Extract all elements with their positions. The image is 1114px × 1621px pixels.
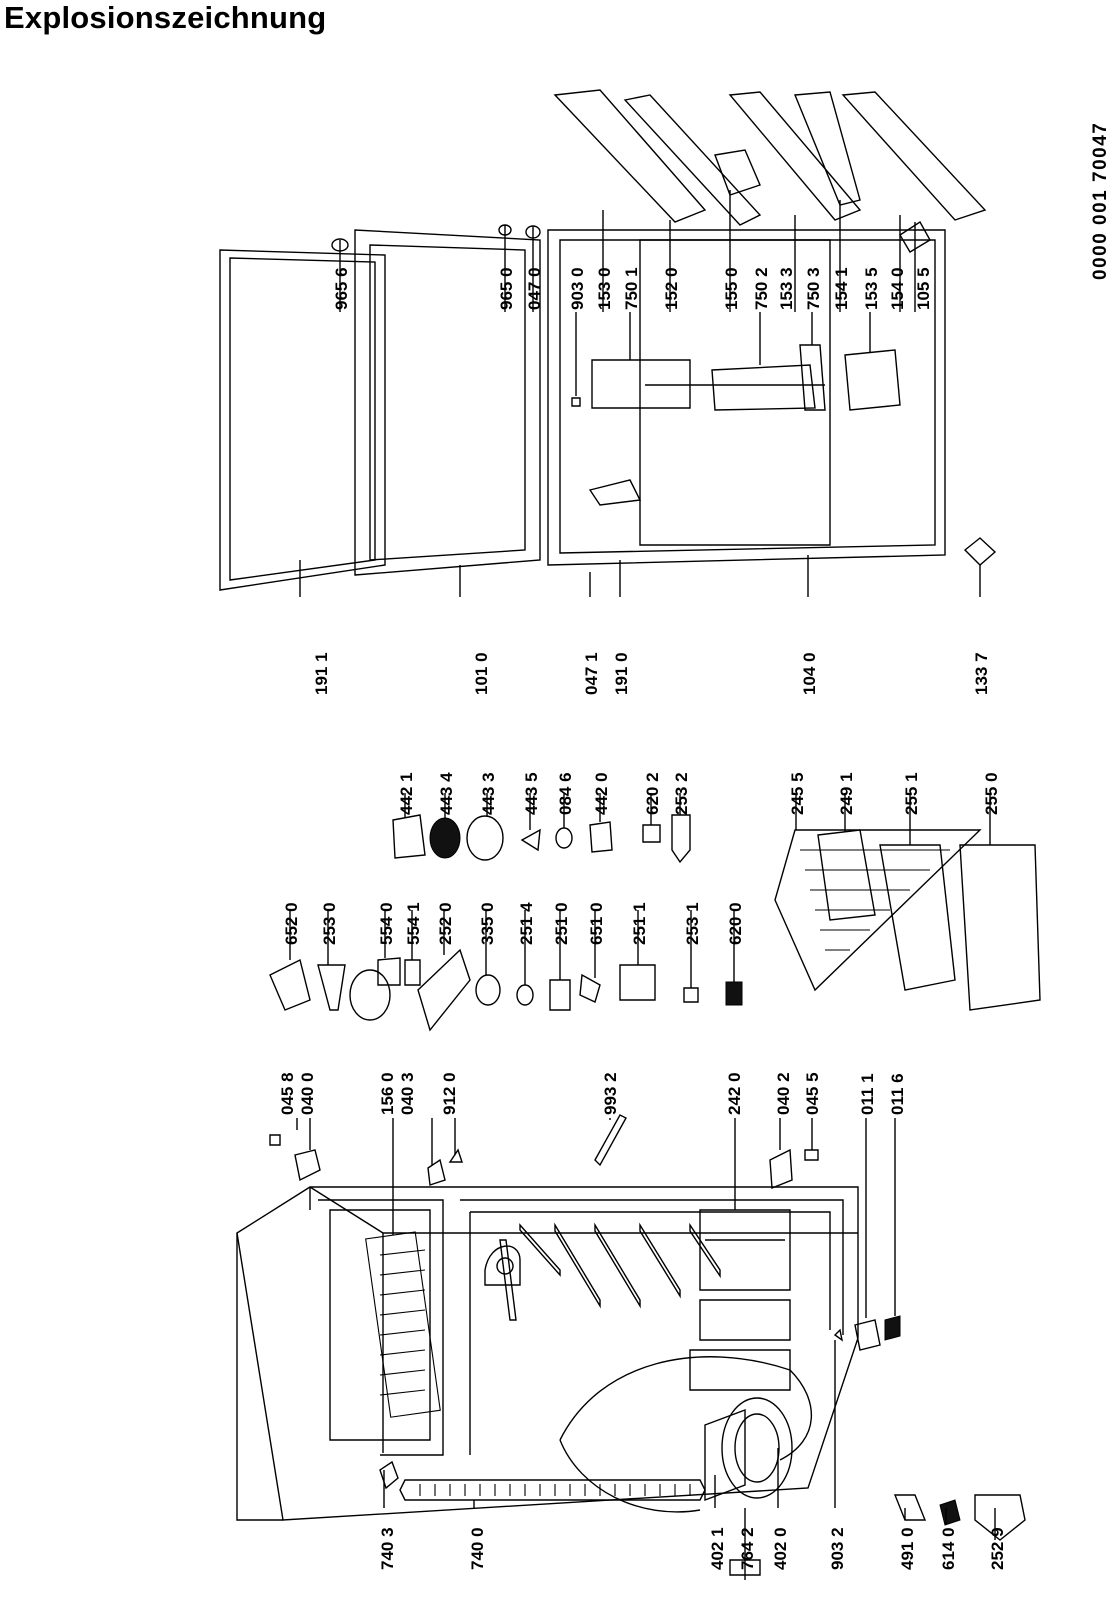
part-label: 253 1: [683, 902, 702, 945]
part-label: 047 0: [525, 267, 544, 310]
part-label: 255 0: [982, 772, 1001, 815]
part-label: 040 0: [298, 1072, 317, 1115]
part-label: 750 3: [804, 267, 823, 310]
part-label: 442 0: [592, 772, 611, 815]
part-label: 153 5: [862, 267, 881, 310]
part-label: 152 0: [662, 267, 681, 310]
part-label: 443 5: [522, 772, 541, 815]
part-label: 153 3: [777, 267, 796, 310]
shelves: [774, 829, 1041, 1011]
part-label: 443 4: [437, 772, 456, 815]
part-label: 045 8: [278, 1072, 297, 1115]
part-label: 740 0: [468, 1527, 487, 1570]
part-label: 651 0: [587, 902, 606, 945]
part-label: 620 2: [643, 772, 662, 815]
part-label: 251 1: [630, 902, 649, 945]
part-label: 253 0: [320, 902, 339, 945]
door-shelves: [553, 89, 987, 411]
part-label: 965 0: [497, 267, 516, 310]
part-label: 251 0: [552, 902, 571, 945]
part-label: 154 0: [888, 267, 907, 310]
part-label: 335 0: [478, 902, 497, 945]
part-label: 750 2: [752, 267, 771, 310]
part-label: 011 1: [858, 1073, 877, 1115]
part-label: 133 7: [972, 652, 991, 695]
part-label: 191 0: [612, 652, 631, 695]
part-label: 443 3: [479, 772, 498, 815]
part-label: 554 1: [404, 902, 423, 945]
part-label: 554 0: [377, 902, 396, 945]
page-title: Explosionszeichnung: [4, 0, 327, 35]
part-label: 104 0: [800, 652, 819, 695]
part-label: 154 1: [832, 267, 851, 310]
part-label: 245 5: [788, 772, 807, 815]
part-label: 253 2: [672, 772, 691, 815]
part-label: 047 1: [582, 652, 601, 695]
part-label: 101 0: [472, 652, 491, 695]
part-label: 252 0: [436, 902, 455, 945]
thermostat-parts: [269, 948, 743, 1032]
part-label: 402 1: [708, 1527, 727, 1570]
part-label: 750 1: [622, 267, 641, 310]
leader-lines: [289, 190, 996, 1580]
part-labels: 740 3 740 0 402 1 764 2 402 0 903 2 491 …: [278, 267, 1007, 1570]
part-label: 191 1: [312, 652, 331, 695]
part-label: 993 2: [601, 1072, 620, 1115]
part-label: 153 0: [595, 267, 614, 310]
part-label: 740 3: [378, 1527, 397, 1570]
part-label: 652 0: [282, 902, 301, 945]
part-label: 442 1: [397, 772, 416, 815]
fan-parts: [392, 814, 691, 864]
freezer-door: [219, 229, 541, 591]
part-label: 155 0: [722, 267, 741, 310]
part-label: 255 1: [902, 772, 921, 815]
part-label: 903 0: [568, 267, 587, 310]
part-label: 084 6: [556, 772, 575, 815]
part-label: 242 0: [725, 1072, 744, 1115]
part-label: 903 2: [828, 1527, 847, 1570]
part-label: 011 6: [888, 1073, 907, 1115]
part-label: 912 0: [440, 1072, 459, 1115]
part-label: 491 0: [898, 1527, 917, 1570]
part-label: 045 5: [803, 1072, 822, 1115]
cabinet-body: [236, 1114, 1026, 1576]
part-label: 965 6: [332, 267, 351, 310]
part-label: 251 4: [517, 902, 536, 945]
part-label: 040 3: [398, 1072, 417, 1115]
part-label: 105 5: [914, 267, 933, 310]
part-label: 252 9: [988, 1527, 1007, 1570]
part-label: 156 0: [378, 1072, 397, 1115]
part-label: 249 1: [837, 772, 856, 815]
part-label: 764 2: [738, 1527, 757, 1570]
part-label: 402 0: [771, 1527, 790, 1570]
part-label: 614 0: [939, 1527, 958, 1570]
part-label: 040 2: [774, 1072, 793, 1115]
part-label: 620 0: [726, 902, 745, 945]
